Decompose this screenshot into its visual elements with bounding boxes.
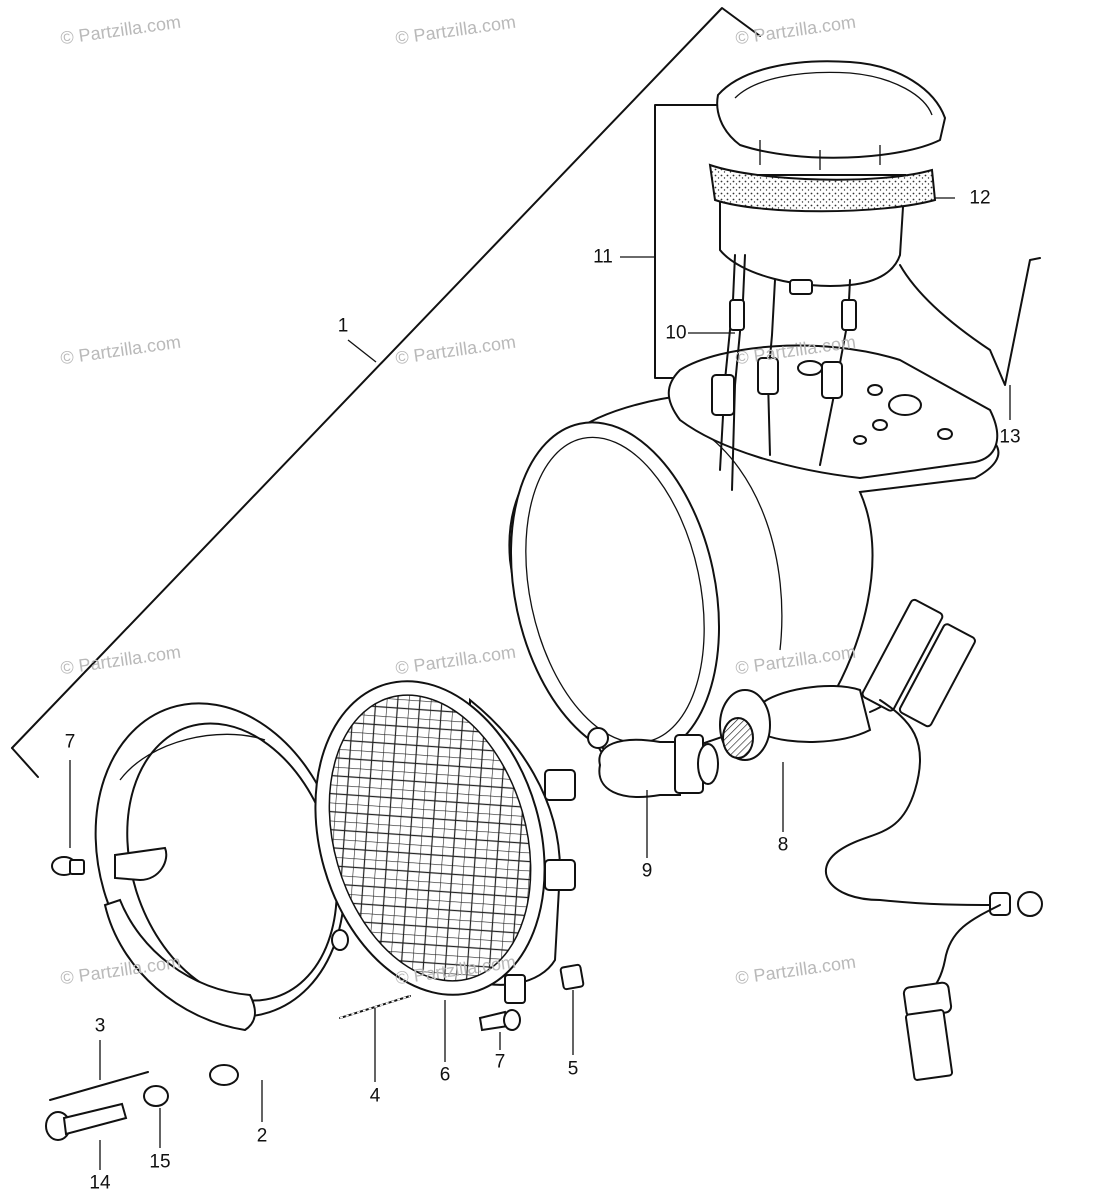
bulb	[598, 734, 719, 798]
sealed-beam-unit	[314, 680, 576, 1004]
callout-3[interactable]: 3	[94, 1015, 106, 1037]
callout-1[interactable]: 1	[337, 315, 349, 337]
meter-stay	[899, 257, 1041, 386]
callout-10[interactable]: 10	[665, 322, 687, 344]
callout-7-lower[interactable]: 7	[494, 1051, 506, 1073]
headlight-rim	[94, 702, 349, 1086]
assembly-bracket-1	[11, 7, 761, 778]
callout-7-upper[interactable]: 7	[64, 731, 76, 753]
leader-lines	[69, 197, 1011, 1170]
callout-9[interactable]: 9	[641, 860, 653, 882]
callout-11[interactable]: 11	[593, 246, 613, 268]
callout-8[interactable]: 8	[777, 834, 789, 856]
screw-4	[339, 995, 411, 1019]
nut-5	[559, 963, 585, 991]
washer-15	[143, 1085, 169, 1107]
screw-7-upper	[51, 856, 85, 876]
headlight-case	[508, 344, 1000, 767]
socket-cord	[719, 598, 1043, 1081]
screw-7-lower	[478, 1009, 521, 1032]
callout-14[interactable]: 14	[89, 1172, 111, 1194]
callout-13[interactable]: 13	[999, 426, 1021, 448]
callout-4[interactable]: 4	[369, 1085, 381, 1107]
callout-15[interactable]: 15	[149, 1151, 171, 1173]
callout-5[interactable]: 5	[567, 1058, 579, 1080]
callout-6[interactable]: 6	[439, 1064, 451, 1086]
screw-3	[49, 1071, 149, 1101]
callout-2[interactable]: 2	[256, 1125, 268, 1147]
screw-14	[45, 1102, 128, 1141]
meter-wires	[711, 254, 857, 491]
speedometer	[708, 60, 947, 491]
callout-12[interactable]: 12	[969, 187, 991, 209]
